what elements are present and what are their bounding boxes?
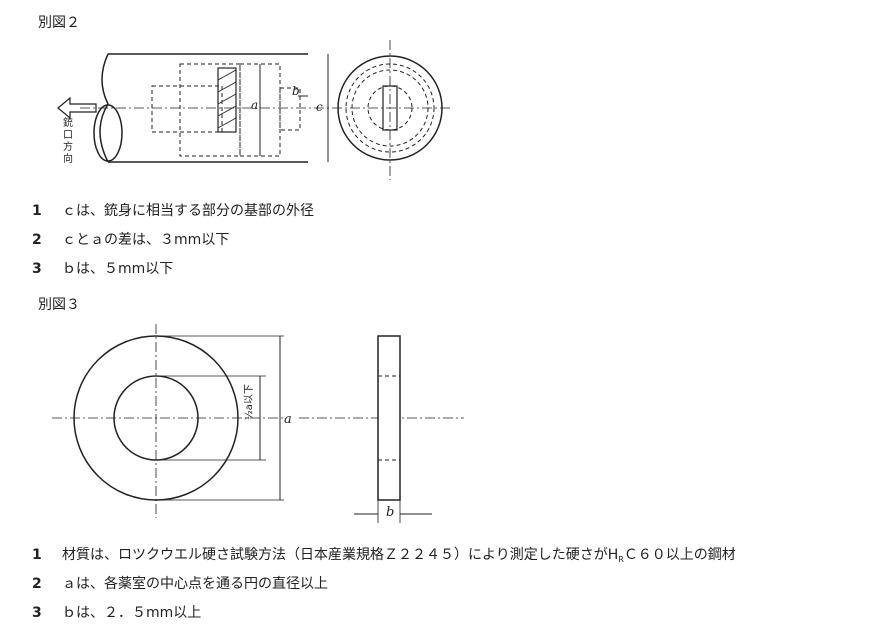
item-text: 材質は、ロツクウエル硬さ試験方法（日本産業規格Ｚ２２４５）により測定した硬さがH: [62, 547, 619, 563]
item-number: 2: [32, 576, 42, 592]
fig2-side-label: 銃 口 方 向: [62, 118, 74, 166]
side-char: 方: [63, 142, 73, 153]
fig2-dim-a: a: [251, 98, 259, 112]
fig3-dim-a: a: [284, 412, 292, 427]
fig3-item-1: 1 材質は、ロツクウエル硬さ試験方法（日本産業規格Ｚ２２４５）により測定した硬さが…: [32, 544, 736, 564]
item-text: ｃは、銃身に相当する部分の基部の外径: [62, 203, 314, 219]
item-text: ｂは、２．５mm以上: [62, 605, 202, 621]
item-number: 1: [32, 547, 42, 563]
fig2-dim-c: c: [316, 100, 323, 114]
fig2-dim-b: b: [292, 84, 300, 98]
item-text: ｂは、５mm以下: [62, 261, 174, 277]
figure-2-diagram: [57, 40, 452, 180]
fig2-item-2: 2 ｃとａの差は、３mm以下: [32, 229, 229, 249]
figure-3-title: 別図３: [38, 297, 80, 313]
fig3-item-3: 3 ｂは、２．５mm以上: [32, 602, 201, 622]
item-number: 2: [32, 232, 42, 248]
figure-2-title: 別図２: [38, 15, 80, 31]
item-number: 3: [32, 261, 42, 277]
item-text-cont: Ｃ６０以上の鋼材: [623, 547, 736, 563]
fig2-item-3: 3 ｂは、５mm以下: [32, 258, 173, 278]
figure-3-diagram: [52, 324, 464, 523]
item-number: 1: [32, 203, 42, 219]
fig3-item-2: 2 ａは、各薬室の中心点を通る円の直径以上: [32, 573, 328, 593]
side-char: 口: [63, 130, 73, 141]
fig2-item-1: 1 ｃは、銃身に相当する部分の基部の外径: [32, 200, 314, 220]
item-text: ａは、各薬室の中心点を通る円の直径以上: [62, 576, 328, 592]
item-number: 3: [32, 605, 42, 621]
item-text: ｃとａの差は、３mm以下: [62, 232, 230, 248]
item-subscript: R: [618, 555, 624, 564]
side-char: 向: [63, 154, 73, 165]
side-char: 銃: [63, 118, 73, 129]
fig3-dim-b: b: [386, 505, 395, 520]
fig3-dim-half: ½a以下: [244, 384, 255, 420]
